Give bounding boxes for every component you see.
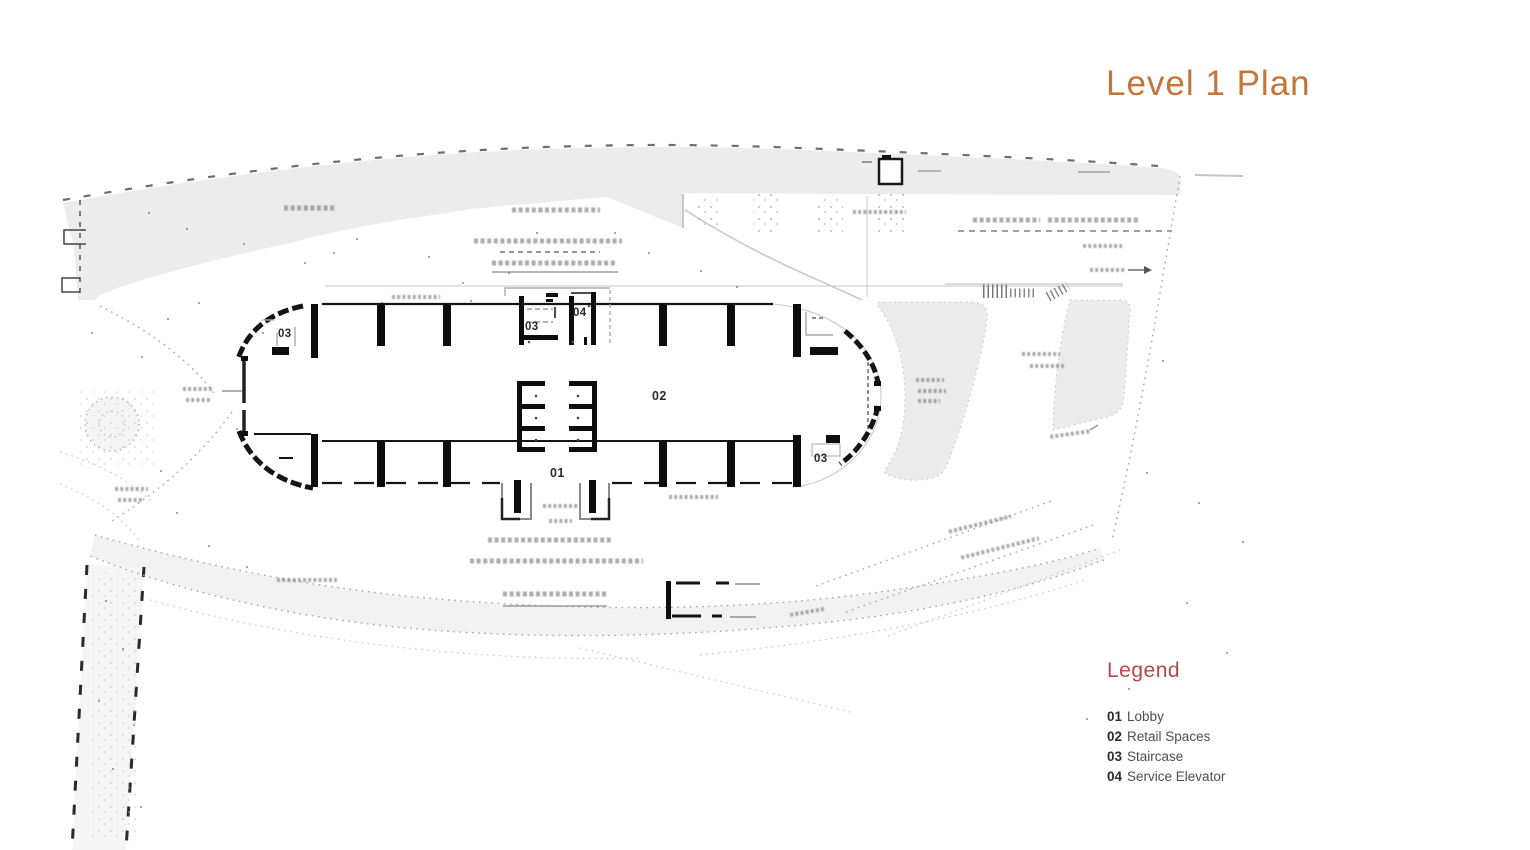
wall-east-arc-lower (838, 405, 881, 467)
building-plan (235, 287, 882, 618)
site-edge-lines (59, 143, 1244, 850)
wall-west-arc-lower (236, 430, 314, 491)
legend-item-lobby: 01 Lobby (1107, 707, 1225, 727)
road-bottom-band (90, 535, 1104, 636)
legend-item-service-elevator: 04 Service Elevator (1107, 767, 1225, 787)
wall-east-arc-upper (843, 329, 881, 384)
annotation-underlines (492, 251, 1123, 607)
legend-code: 04 (1107, 769, 1123, 784)
landscape-crescent (877, 301, 988, 481)
legend: Legend 01 Lobby 02 Retail Spaces 03 Stairca… (1107, 659, 1225, 787)
legend-label: Service Elevator (1127, 769, 1226, 784)
road-top (63, 147, 1182, 300)
label-service-elevator: 04 (573, 307, 587, 319)
site-specks (91, 212, 1244, 808)
legend-heading: Legend (1107, 659, 1181, 682)
legend-item-staircase: 03 Staircase (1107, 747, 1225, 767)
label-retail: 02 (652, 389, 667, 403)
room-labels: 01 02 03 03 04 03 (278, 307, 828, 480)
legend-item-retail: 02 Retail Spaces (1107, 727, 1225, 747)
building-columns-and-cores (241, 292, 881, 619)
legend-label: Lobby (1127, 709, 1164, 724)
legend-code: 01 (1107, 709, 1123, 724)
site-kiosk (877, 155, 904, 186)
vegetation-stipple (78, 192, 908, 842)
wall-west-arc-upper (235, 303, 304, 360)
illegible-annotations (115, 205, 1138, 617)
legend-label: Retail Spaces (1127, 729, 1211, 744)
direction-arrow-icon (1128, 266, 1152, 274)
label-staircase-east: 03 (814, 453, 828, 465)
label-staircase-west: 03 (278, 328, 292, 340)
wall-east-arc-base (772, 303, 882, 488)
legend-code: 02 (1107, 729, 1123, 744)
label-lobby: 01 (550, 466, 565, 480)
page-title: Level 1 Plan (1106, 64, 1311, 103)
site-road-surfaces (63, 147, 1182, 850)
legend-label: Staircase (1127, 749, 1184, 764)
label-staircase-core: 03 (525, 321, 539, 333)
legend-code: 03 (1107, 749, 1123, 764)
landscape-quad (1052, 299, 1131, 431)
